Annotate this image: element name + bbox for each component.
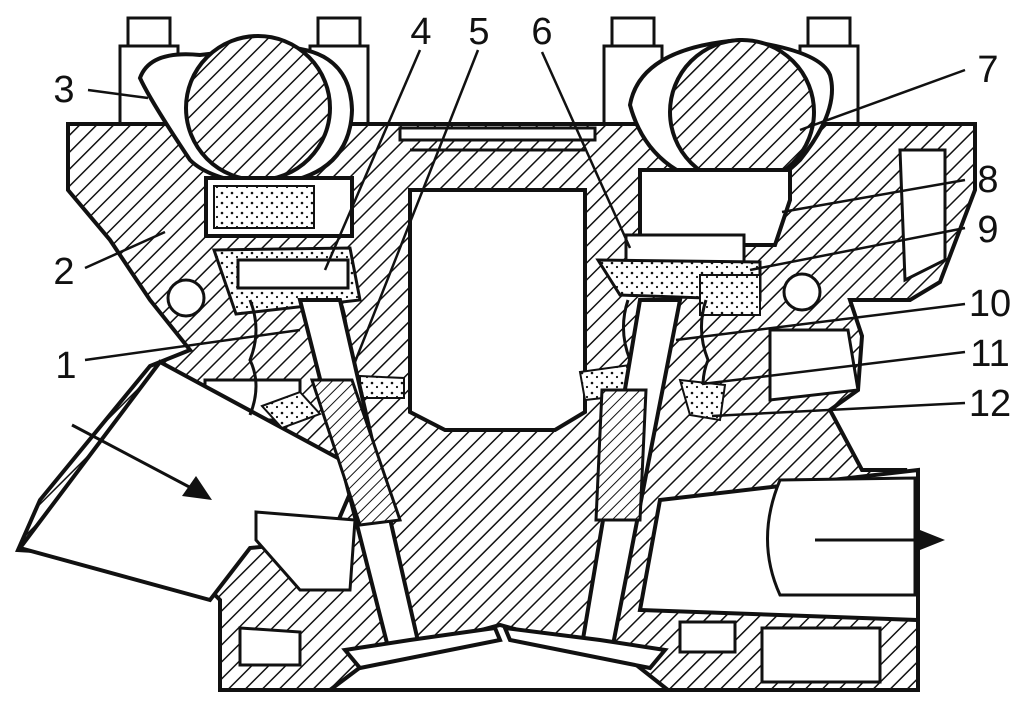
exhaust-camshaft bbox=[627, 37, 834, 193]
callout-3: 3 bbox=[53, 69, 75, 111]
lower-cavities bbox=[238, 620, 882, 684]
exhaust-flow-arrow bbox=[815, 528, 945, 552]
leader-lines bbox=[84, 49, 966, 418]
exhaust-port bbox=[637, 467, 920, 623]
callout-6: 6 bbox=[531, 11, 553, 53]
callout-1: 1 bbox=[55, 345, 77, 387]
callout-7: 7 bbox=[977, 49, 999, 91]
callout-9: 9 bbox=[977, 209, 999, 251]
intake-port bbox=[16, 359, 363, 603]
intake-flow-arrow bbox=[71, 423, 212, 500]
callout-4: 4 bbox=[410, 11, 432, 53]
callout-5: 5 bbox=[468, 11, 490, 53]
exhaust-valve-assembly bbox=[501, 168, 792, 671]
callout-8: 8 bbox=[977, 159, 999, 201]
callout-11: 11 bbox=[970, 333, 1010, 375]
intake-camshaft bbox=[137, 34, 355, 188]
callout-12: 12 bbox=[968, 383, 1012, 425]
intake-valve-assembly bbox=[204, 176, 503, 671]
callout-10: 10 bbox=[968, 283, 1012, 325]
callout-2: 2 bbox=[53, 251, 75, 293]
